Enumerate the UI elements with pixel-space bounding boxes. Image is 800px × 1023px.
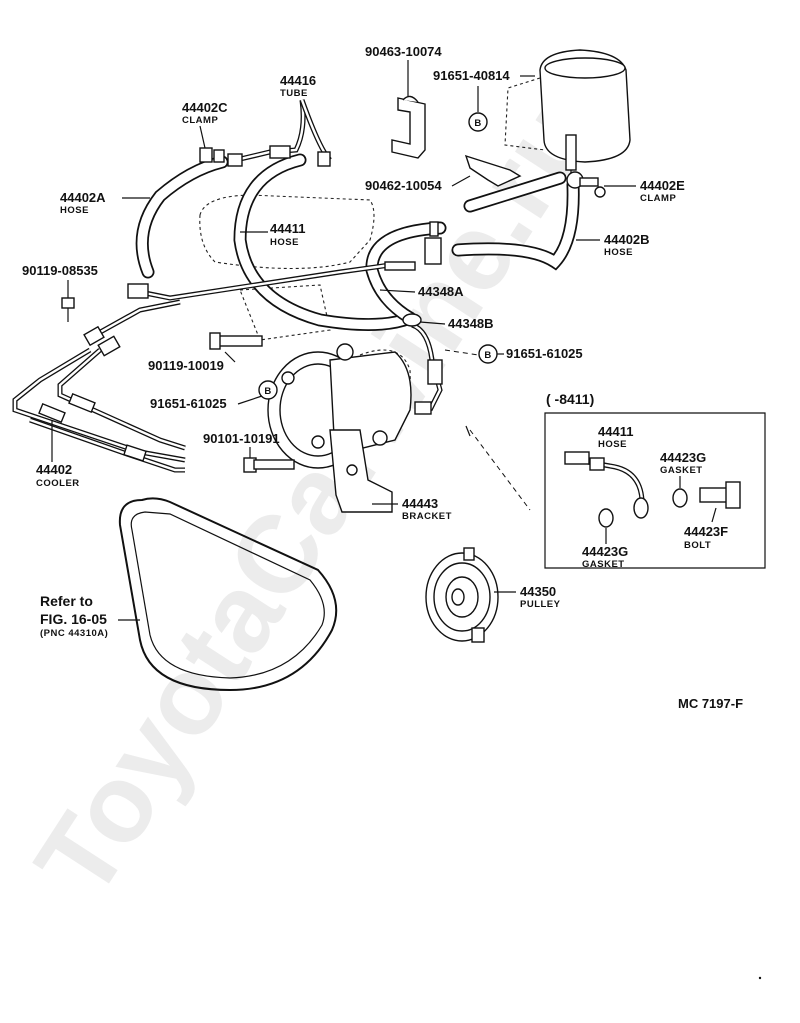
pressure-line xyxy=(402,313,443,415)
svg-text:Refer to: Refer to xyxy=(40,593,93,609)
svg-text:HOSE: HOSE xyxy=(604,247,633,258)
bolt-90119-08535 xyxy=(61,297,75,322)
callout-44402e: 44402E CLAMP xyxy=(604,178,685,204)
svg-text:PULLEY: PULLEY xyxy=(520,599,561,610)
callout-90119-08535: 90119-08535 xyxy=(22,263,98,298)
svg-text:90119-08535: 90119-08535 xyxy=(22,263,98,278)
callout-91651-40814: 91651-40814 xyxy=(433,68,535,112)
callout-44402c: 44402C CLAMP xyxy=(182,100,228,149)
engine-ghost xyxy=(199,194,411,431)
bolt-90119-10019 xyxy=(209,332,263,350)
svg-text:44411: 44411 xyxy=(270,221,305,236)
inset-callout-44423g-bottom: 44423G GASKET xyxy=(582,528,628,570)
svg-text:HOSE: HOSE xyxy=(598,439,627,450)
svg-text:TUBE: TUBE xyxy=(280,88,308,99)
drive-belt xyxy=(118,497,338,692)
bolt-upper xyxy=(384,261,416,271)
svg-text:FIG. 16-05: FIG. 16-05 xyxy=(40,611,107,627)
inset-hose xyxy=(564,451,649,519)
svg-text:BOLT: BOLT xyxy=(684,540,711,551)
callout-90463: 90463-10074 xyxy=(365,44,442,96)
callout-90119-10019: 90119-10019 xyxy=(148,351,236,373)
svg-text:90101-10191: 90101-10191 xyxy=(203,431,280,446)
svg-text:44348B: 44348B xyxy=(448,316,494,331)
clamp-44402e xyxy=(566,171,606,198)
svg-text:91651-40814: 91651-40814 xyxy=(433,68,510,83)
reservoir xyxy=(504,49,631,180)
corner-dot xyxy=(758,976,762,980)
svg-text:COOLER: COOLER xyxy=(36,478,80,489)
callout-44443: 44443 BRACKET xyxy=(372,496,452,522)
svg-text:CLAMP: CLAMP xyxy=(182,115,218,126)
cooler-44402 xyxy=(12,262,391,473)
callout-44402a: 44402A HOSE xyxy=(60,190,150,216)
clamp-44402c xyxy=(199,147,225,163)
callout-44411: 44411 HOSE xyxy=(240,221,305,248)
marker-b-3: B xyxy=(258,380,278,400)
svg-text:GASKET: GASKET xyxy=(660,465,703,476)
inset-gasket-2 xyxy=(598,508,614,528)
svg-text:44423G: 44423G xyxy=(582,544,628,559)
inset-gasket-1 xyxy=(672,488,688,508)
inset-header: ( -8411) xyxy=(546,391,594,407)
svg-text:B: B xyxy=(474,118,481,129)
svg-text:91651-61025: 91651-61025 xyxy=(150,396,227,411)
svg-text:44411: 44411 xyxy=(598,424,633,439)
svg-text:B: B xyxy=(264,386,271,397)
svg-text:GASKET: GASKET xyxy=(582,559,625,570)
bracket-44443 xyxy=(329,429,393,513)
svg-text:44423G: 44423G xyxy=(660,450,706,465)
svg-text:90463-10074: 90463-10074 xyxy=(365,44,442,59)
clamp-mid xyxy=(424,221,442,265)
tube-44416 xyxy=(227,99,332,167)
svg-text:44402E: 44402E xyxy=(640,178,685,193)
svg-text:B: B xyxy=(484,350,491,361)
svg-text:44423F: 44423F xyxy=(684,524,728,539)
callout-91651-61025-left: 91651-61025 xyxy=(150,395,263,411)
svg-text:90119-10019: 90119-10019 xyxy=(148,358,224,373)
inset-callout-44423g-top: 44423G GASKET xyxy=(660,450,706,488)
svg-text:44402A: 44402A xyxy=(60,190,106,205)
callout-90101-10191: 90101-10191 xyxy=(203,431,280,458)
svg-text:HOSE: HOSE xyxy=(270,237,299,248)
svg-text:44348A: 44348A xyxy=(418,284,464,299)
inset-callout-44411: 44411 HOSE xyxy=(598,424,633,450)
callout-44416: 44416 TUBE xyxy=(280,73,316,99)
svg-text:90462-10054: 90462-10054 xyxy=(365,178,442,193)
callout-44350: 44350 PULLEY xyxy=(494,584,561,610)
svg-text:44402C: 44402C xyxy=(182,100,228,115)
svg-text:(PNC 44310A): (PNC 44310A) xyxy=(40,628,108,639)
callout-44402-cooler: 44402 COOLER xyxy=(36,420,80,489)
bracket-90463 xyxy=(391,95,426,159)
belt-reference: Refer to FIG. 16-05 (PNC 44310A) xyxy=(40,593,140,639)
inset-panel: ( -8411) xyxy=(544,391,766,569)
figure-code: MC 7197-F xyxy=(678,696,743,711)
marker-b-1: B xyxy=(468,112,488,132)
callout-44402b: 44402B HOSE xyxy=(576,232,650,258)
marker-b-2: B xyxy=(478,344,498,364)
svg-text:44402B: 44402B xyxy=(604,232,650,247)
callout-44348a: 44348A xyxy=(379,284,464,299)
svg-text:BRACKET: BRACKET xyxy=(402,511,452,522)
bolt-90101-10191 xyxy=(243,457,295,473)
svg-text:44402: 44402 xyxy=(36,462,72,477)
inset-bolt xyxy=(699,481,741,509)
pulley-44350 xyxy=(425,547,499,643)
inset-callout-44423f: 44423F BOLT xyxy=(684,507,728,551)
svg-text:44350: 44350 xyxy=(520,584,556,599)
svg-text:CLAMP: CLAMP xyxy=(640,193,676,204)
svg-text:44416: 44416 xyxy=(280,73,316,88)
bracket-90462 xyxy=(464,154,522,187)
svg-text:91651-61025: 91651-61025 xyxy=(506,346,583,361)
svg-text:44443: 44443 xyxy=(402,496,438,511)
callout-90462: 90462-10054 xyxy=(365,175,471,193)
svg-text:HOSE: HOSE xyxy=(60,205,89,216)
callout-91651-61025-right: 91651-61025 xyxy=(497,346,583,361)
callout-44348b: 44348B xyxy=(419,316,494,331)
